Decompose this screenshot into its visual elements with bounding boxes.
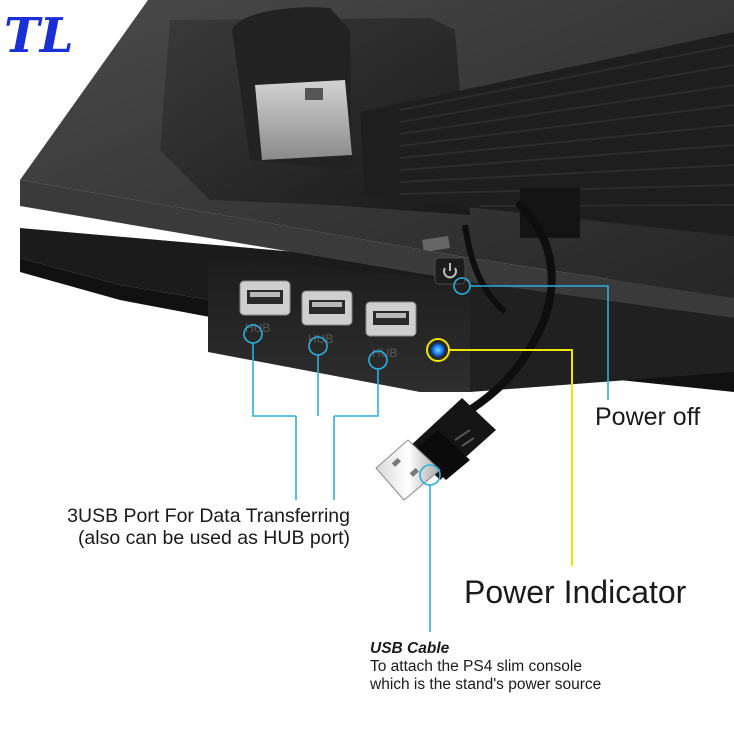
usb-hub-port-2: [301, 290, 353, 326]
usb-cable-callout-line1: To attach the PS4 slim console: [370, 657, 582, 675]
brand-logo-text: TL: [4, 8, 73, 64]
power-indicator-callout: Power Indicator: [464, 574, 687, 610]
power-indicator-led: [431, 343, 445, 357]
usb-cable-callout: USB Cable To attach the PS4 slim console…: [370, 640, 601, 693]
ports-callout-lines: [243, 324, 388, 500]
usb-cable-callout-line: [419, 464, 441, 632]
power-off-callout: Power off: [595, 403, 701, 431]
power-off-callout-line: [453, 277, 609, 400]
usb-hub-port-1: [239, 280, 291, 316]
brand-logo: TL: [4, 8, 73, 64]
stand-body: [20, 0, 734, 298]
usb-hub-port-3: [365, 301, 417, 337]
ports-callout: 3USB Port For Data Transferring (also ca…: [38, 505, 350, 550]
hub-port-label-1: HUB: [245, 321, 270, 335]
power-button: [434, 257, 466, 285]
power-indicator-callout-line: [426, 338, 573, 566]
usb-cable: [375, 201, 556, 501]
usb-cable-callout-line2: which is the stand's power source: [370, 675, 602, 693]
ports-callout-line2: (also can be used as HUB port): [77, 527, 350, 550]
usb-cable-callout-title: USB Cable: [370, 640, 450, 657]
ports-callout-line1: 3USB Port For Data Transferring: [67, 505, 350, 527]
